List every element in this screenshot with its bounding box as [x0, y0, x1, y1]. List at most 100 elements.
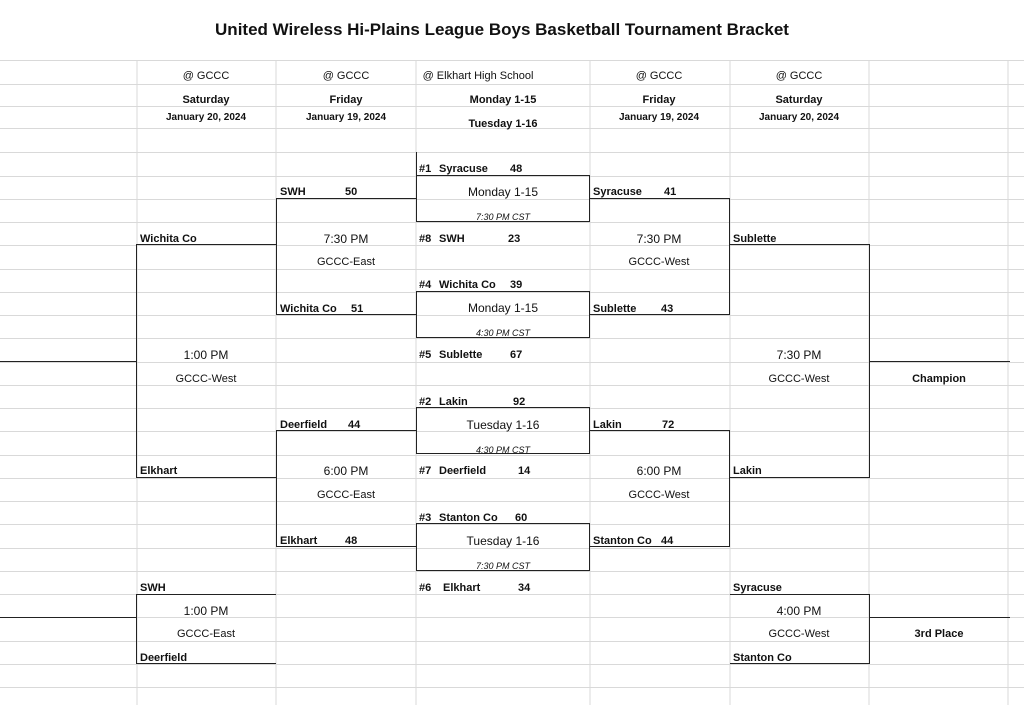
bracket-line	[276, 430, 277, 547]
bracket-line	[416, 175, 590, 176]
bracket-line	[137, 594, 276, 595]
bracket-line	[730, 594, 869, 595]
bracket-line	[730, 663, 869, 664]
bracket-line	[0, 617, 137, 618]
fr-seed: #8	[419, 233, 432, 245]
fr-game-day: Tuesday 1-16	[466, 534, 540, 548]
col5-day: Saturday	[775, 94, 823, 106]
right-sf-team: Sublette	[733, 233, 777, 245]
page-title: United Wireless Hi-Plains League Boys Ba…	[215, 20, 789, 39]
left-qf-time: 7:30 PM	[323, 232, 369, 246]
fr-seed: #3	[419, 512, 432, 524]
right-qf-site: GCCC-West	[628, 256, 690, 268]
left-sf-time: 1:00 PM	[183, 348, 229, 362]
bracket-line	[590, 546, 730, 547]
bracket-line	[416, 152, 417, 222]
right-qf-team: Stanton Co	[593, 535, 652, 547]
col3-day2: Tuesday 1-16	[468, 118, 538, 130]
right-qf-score: 41	[664, 186, 677, 198]
fr-team: Sublette	[439, 349, 483, 361]
right-qf-team: Syracuse	[593, 186, 642, 198]
bracket-line	[416, 291, 417, 338]
bracket-line	[416, 291, 590, 292]
bracket-line	[276, 314, 416, 315]
champion-label: Champion	[912, 373, 966, 385]
left-qf-score: 51	[351, 303, 364, 315]
bracket-line	[590, 198, 730, 199]
bracket-line	[137, 663, 276, 664]
fr-seed: #1	[419, 163, 432, 175]
fr-score: 67	[510, 349, 523, 361]
col1-venue: @ GCCC	[182, 70, 230, 82]
col3-venue: @ Elkhart High School	[422, 70, 534, 82]
fr-score: 92	[513, 396, 526, 408]
left-consolation-site: GCCC-East	[176, 628, 236, 640]
fr-team: Stanton Co	[439, 512, 498, 524]
left-qf-site: GCCC-East	[316, 256, 376, 268]
bracket-line	[730, 477, 869, 478]
col4-day: Friday	[642, 94, 676, 106]
fr-team: Elkhart	[443, 582, 481, 594]
fr-seed: #7	[419, 465, 432, 477]
right-qf-site: GCCC-West	[628, 489, 690, 501]
fr-game-time: 4:30 PM CST	[475, 328, 531, 338]
right-qf-team: Sublette	[593, 303, 637, 315]
fr-score: 48	[510, 163, 523, 175]
right-qf-score: 43	[661, 303, 674, 315]
bracket-line	[416, 453, 590, 454]
bracket-line	[589, 175, 590, 222]
bracket-line	[589, 523, 590, 570]
col2-date: January 19, 2024	[305, 112, 387, 123]
fr-score: 39	[510, 279, 523, 291]
fr-game-day: Monday 1-15	[467, 301, 539, 315]
right-sf-site: GCCC-West	[768, 373, 830, 385]
bracket-line	[137, 244, 276, 245]
bracket-line	[416, 337, 590, 338]
fr-game-time: 7:30 PM CST	[475, 561, 531, 571]
third-place-label: 3rd Place	[914, 628, 964, 640]
col2-venue: @ GCCC	[322, 70, 370, 82]
left-sf-site: GCCC-West	[175, 373, 237, 385]
bracket-line	[416, 407, 417, 454]
left-qf-time: 6:00 PM	[323, 464, 369, 478]
bracket-line	[869, 594, 870, 664]
bracket-line	[730, 244, 869, 245]
right-consolation-team: Stanton Co	[733, 652, 792, 664]
right-consolation-time: 4:00 PM	[776, 604, 822, 618]
left-qf-team: Elkhart	[280, 535, 318, 547]
fr-score: 60	[515, 512, 528, 524]
bracket-line	[416, 407, 590, 408]
bracket-line	[589, 291, 590, 338]
fr-game-day: Tuesday 1-16	[466, 418, 540, 432]
fr-score: 14	[518, 465, 531, 477]
left-qf-score: 48	[345, 535, 358, 547]
col4-venue: @ GCCC	[635, 70, 683, 82]
right-qf-team: Lakin	[593, 419, 622, 431]
fr-seed: #4	[419, 279, 432, 291]
right-consolation-team: Syracuse	[733, 582, 782, 594]
col5-venue: @ GCCC	[775, 70, 823, 82]
bracket-line	[416, 221, 590, 222]
fr-team: Deerfield	[439, 465, 487, 477]
bracket-line	[416, 570, 590, 571]
right-qf-score: 72	[662, 419, 675, 431]
left-consolation-time: 1:00 PM	[183, 604, 229, 618]
fr-score: 34	[518, 582, 531, 594]
bracket-line	[276, 546, 416, 547]
bracket-line	[729, 430, 730, 547]
left-qf-site: GCCC-East	[316, 489, 376, 501]
bracket-line	[729, 198, 730, 315]
bracket-line	[136, 594, 137, 664]
bracket-line	[276, 430, 416, 431]
left-qf-score: 44	[348, 419, 361, 431]
fr-game-day: Monday 1-15	[467, 185, 539, 199]
col3-day: Monday 1-15	[469, 94, 537, 106]
bracket-line	[869, 361, 1010, 362]
right-sf-time: 7:30 PM	[776, 348, 822, 362]
col2-day: Friday	[329, 94, 363, 106]
fr-seed: #5	[419, 349, 432, 361]
fr-team: Syracuse	[439, 163, 488, 175]
fr-team: Lakin	[439, 396, 468, 408]
left-qf-team: Wichita Co	[280, 303, 337, 315]
